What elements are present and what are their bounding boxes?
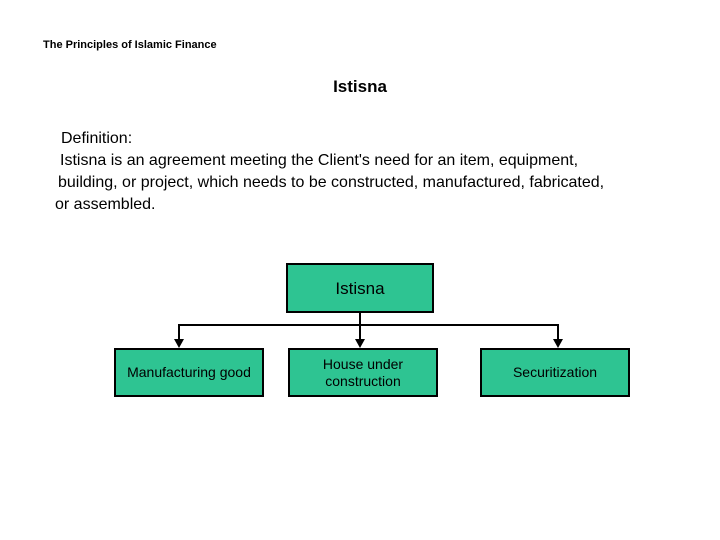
definition-line: Istisna is an agreement meeting the Clie… [60, 152, 579, 169]
diagram-node-istisna-label: Istisna [335, 278, 385, 298]
diagram-node-istisna: Istisna [286, 263, 434, 313]
arrowhead-middle [355, 339, 365, 348]
arrowhead-right [553, 339, 563, 348]
diagram-node-manufacturing-good-label: Manufacturing good [127, 364, 251, 380]
arrowhead-left [174, 339, 184, 348]
diagram-node-securitization-label: Securitization [512, 364, 598, 380]
diagram-node-manufacturing-good: Manufacturing good [114, 348, 264, 397]
diagram-node-house-under-construction: House under construction [288, 348, 438, 397]
slide-header: The Principles of Islamic Finance [43, 39, 217, 51]
slide-title: Istisna [333, 77, 387, 96]
definition-paragraph: Definition: Istisna is an agreement meet… [55, 128, 604, 216]
definition-line: building, or project, which needs to be … [58, 174, 605, 191]
diagram-node-house-under-construction-label: House under construction [322, 355, 404, 389]
definition-line: or assembled. [55, 196, 156, 213]
definition-line: Definition: [61, 130, 133, 147]
diagram-node-securitization: Securitization [480, 348, 630, 397]
